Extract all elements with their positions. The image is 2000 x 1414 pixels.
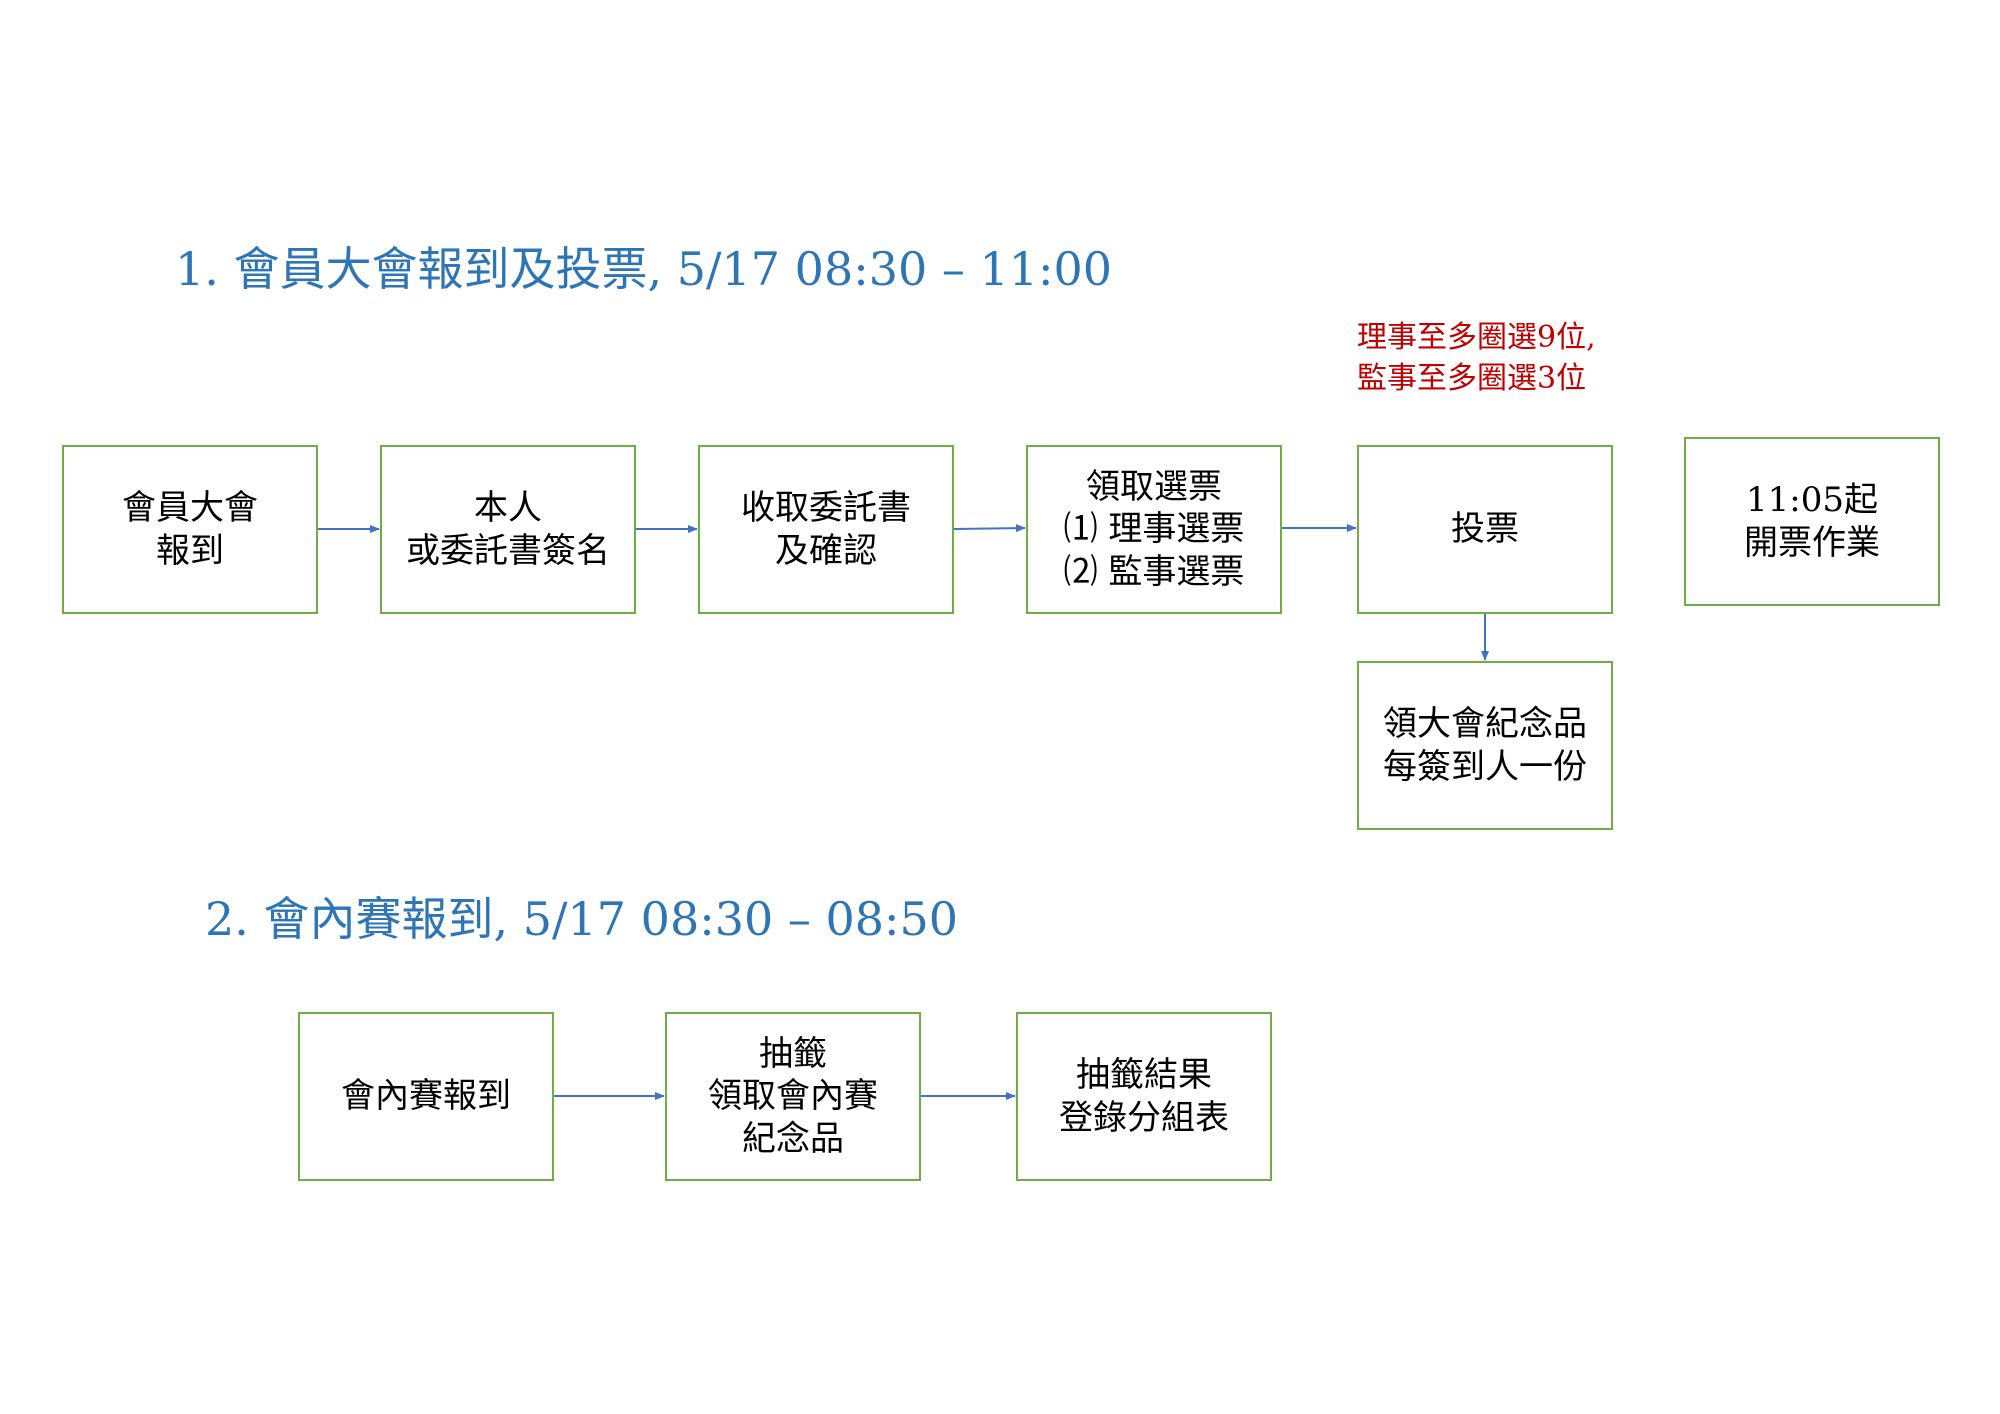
step-souvenir-line-2: 每簽到人一份 — [1383, 746, 1587, 787]
section1-heading: 1. 會員大會報到及投票, 5/17 08:30 – 11:00 — [175, 242, 1113, 296]
step-voting: 投票 — [1357, 445, 1613, 614]
step-get-ballots-line-1: 領取選票 — [1086, 466, 1222, 507]
step-draw-result-line-1: 抽籤結果 — [1076, 1055, 1212, 1095]
arrow-proxy-to-ballots — [953, 524, 1026, 533]
step-tournament-checkin-line-1: 會內賽報到 — [341, 1076, 511, 1117]
step-proxy-collect: 收取委託書 及確認 — [698, 445, 954, 614]
step-member-checkin: 會員大會 報到 — [62, 445, 318, 614]
step-draw-lots-line-2: 領取會內賽 — [708, 1076, 878, 1117]
note-line-1: 理事至多圈選9位, — [1357, 320, 1596, 355]
step-draw-result-line-2: 登錄分組表 — [1059, 1097, 1229, 1138]
step-proxy-collect-line-1: 收取委託書 — [741, 488, 911, 528]
voting-rule-note: 理事至多圈選9位, 監事至多圈選3位 — [1357, 318, 1596, 399]
step-member-checkin-line-1: 會員大會 — [122, 488, 258, 528]
step-signature-line-2: 或委託書簽名 — [406, 530, 610, 571]
step-vote-count: 11:05起 開票作業 — [1684, 437, 1940, 606]
step-get-ballots-line-2: ⑴ 理事選票 — [1063, 509, 1245, 550]
step-draw-result: 抽籤結果 登錄分組表 — [1016, 1012, 1272, 1181]
step-get-ballots: 領取選票 ⑴ 理事選票 ⑵ 監事選票 — [1026, 445, 1282, 614]
step-signature-line-1: 本人 — [474, 488, 542, 528]
step-signature: 本人 或委託書簽名 — [380, 445, 636, 614]
step-member-checkin-line-2: 報到 — [156, 530, 224, 571]
step-vote-count-line-2: 開票作業 — [1744, 522, 1880, 563]
step-souvenir: 領大會紀念品 每簽到人一份 — [1357, 661, 1613, 830]
step-draw-lots-line-1: 抽籤 — [759, 1033, 827, 1074]
step-tournament-checkin: 會內賽報到 — [298, 1012, 554, 1181]
step-get-ballots-line-3: ⑵ 監事選票 — [1063, 551, 1245, 592]
note-line-2: 監事至多圈選3位 — [1357, 360, 1587, 396]
step-draw-lots-line-3: 紀念品 — [742, 1118, 844, 1159]
step-voting-line-1: 投票 — [1451, 509, 1519, 550]
step-draw-lots: 抽籤 領取會內賽 紀念品 — [665, 1012, 921, 1181]
section2-heading: 2. 會內賽報到, 5/17 08:30 – 08:50 — [205, 892, 959, 946]
step-vote-count-line-1: 11:05起 — [1746, 480, 1878, 520]
step-proxy-collect-line-2: 及確認 — [775, 530, 877, 571]
step-souvenir-line-1: 領大會紀念品 — [1383, 704, 1587, 744]
